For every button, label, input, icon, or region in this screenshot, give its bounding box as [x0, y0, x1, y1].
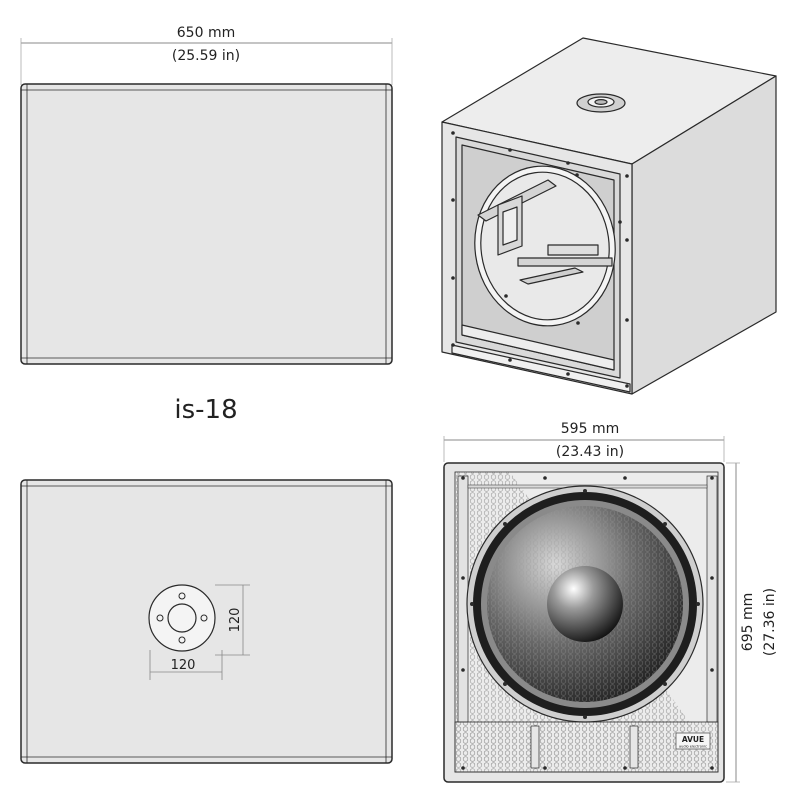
front-height-in: (27.36 in) — [762, 588, 778, 656]
front-view: AVUE audio electronic — [443, 462, 725, 783]
side-panel — [20, 83, 393, 365]
port-grille — [454, 721, 719, 773]
cabinet-screws — [451, 131, 629, 388]
top-width-mm: 650 mm — [177, 25, 235, 41]
isometric-view — [441, 37, 777, 395]
front-width-in: (23.43 in) — [556, 444, 624, 460]
front-width-mm: 595 mm — [561, 421, 619, 437]
offset-y-label: 120 — [228, 608, 243, 633]
offset-x-label: 120 — [171, 658, 196, 673]
front-screws — [461, 476, 714, 770]
front-height-mm: 695 mm — [740, 593, 756, 651]
dust-cap — [547, 566, 623, 642]
top-width-in: (25.59 in) — [172, 48, 240, 64]
woofer-screws — [470, 489, 700, 719]
front-view-dimensions: 595 mm (23.43 in) 695 mm (27.36 in) — [443, 421, 778, 783]
model-name: is-18 — [174, 395, 237, 425]
side-view: 650 mm (25.59 in) — [20, 25, 393, 365]
pole-socket — [167, 603, 197, 633]
brand-logo: AVUE audio electronic — [675, 732, 711, 750]
pole-mount-screws — [156, 592, 208, 644]
top-view: 120 120 — [20, 479, 393, 764]
logo-subtext: audio electronic — [679, 745, 707, 749]
logo-text: AVUE — [682, 735, 704, 744]
